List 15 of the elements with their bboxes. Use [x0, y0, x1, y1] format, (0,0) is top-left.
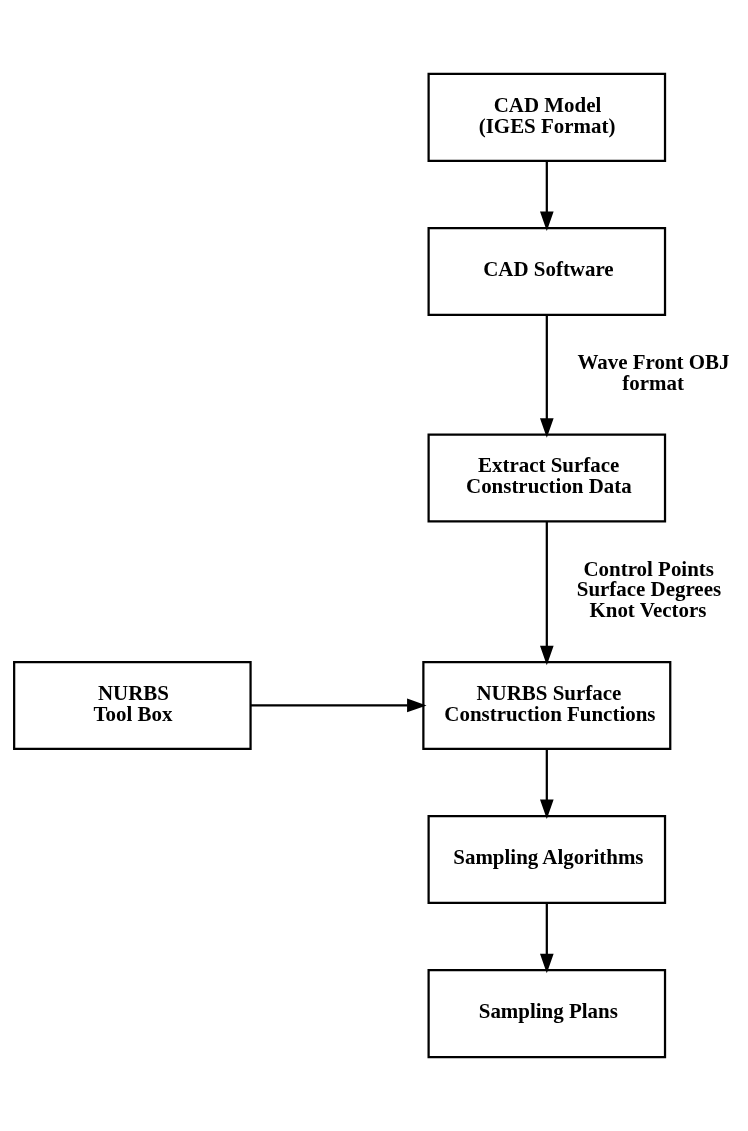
- node-box: Extract Surface Construction Data: [427, 433, 667, 523]
- arrow: [250, 698, 427, 713]
- arrow: [540, 903, 554, 974]
- node-box: Sampling Plans: [427, 969, 667, 1059]
- node-box: Sampling Algorithms: [427, 815, 667, 904]
- arrow: [540, 315, 554, 438]
- node-box: NURBS Surface Construction Functions: [422, 660, 672, 750]
- arrow: [540, 160, 554, 231]
- node-box: NURBS Tool Box: [13, 660, 252, 750]
- arrow: [540, 521, 554, 666]
- edge-label: Wave Front OBJ format: [577, 350, 730, 395]
- arrow: [540, 749, 554, 820]
- edge-label: Control Points Surface Degrees Knot Vectors: [576, 556, 722, 623]
- node-box: CAD Software: [427, 227, 667, 316]
- node-box: CAD Model (IGES Format): [427, 72, 667, 162]
